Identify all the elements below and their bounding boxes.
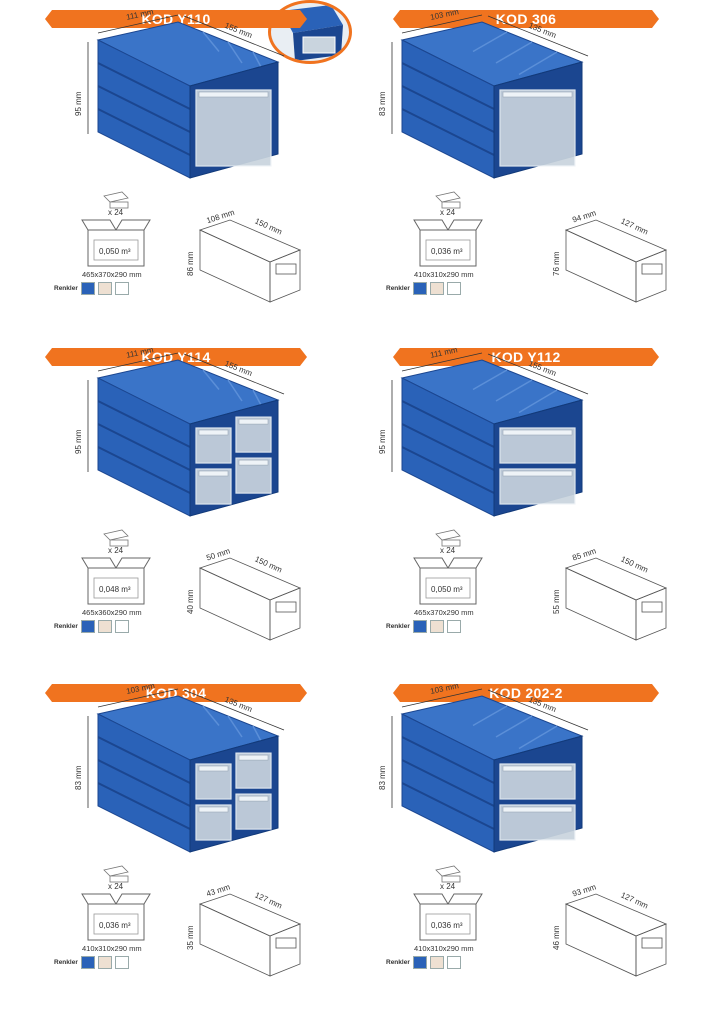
color-options: Renkler bbox=[54, 956, 129, 969]
product-code-banner: KOD 306 bbox=[393, 10, 659, 28]
drawer-height-dimension: 46 mm bbox=[552, 925, 561, 950]
package-quantity: x 24 bbox=[108, 882, 124, 891]
package-size: 410x310x290 mm bbox=[414, 944, 474, 953]
product-code-banner: KOD 202-2 bbox=[393, 684, 659, 702]
drawer-height-dimension: 40 mm bbox=[186, 589, 195, 614]
package-volume: 0,050 m³ bbox=[431, 585, 463, 594]
height-dimension: 83 mm bbox=[378, 91, 387, 116]
color-swatch-blue[interactable] bbox=[80, 620, 95, 633]
product-code: KOD 202-2 bbox=[489, 685, 563, 701]
product-code: KOD 304 bbox=[145, 685, 207, 701]
package-size: 465x370x290 mm bbox=[414, 608, 474, 617]
color-swatch-beige[interactable] bbox=[429, 620, 444, 633]
colors-label: Renkler bbox=[386, 623, 410, 630]
color-swatch-white[interactable] bbox=[446, 282, 461, 295]
product-code: KOD Y114 bbox=[141, 349, 211, 365]
color-swatch-beige[interactable] bbox=[97, 620, 112, 633]
product-card: KOD Y110 111 mm 155 mm 95 mm x 24 0,050 … bbox=[0, 0, 354, 335]
drawer-height-dimension: 35 mm bbox=[186, 925, 195, 950]
product-code: KOD 306 bbox=[495, 11, 557, 27]
colors-label: Renkler bbox=[54, 623, 78, 630]
package-size: 465x370x290 mm bbox=[82, 270, 142, 279]
color-swatch-white[interactable] bbox=[446, 620, 461, 633]
package-quantity: x 24 bbox=[440, 208, 456, 217]
color-swatch-blue[interactable] bbox=[412, 282, 427, 295]
package-volume: 0,036 m³ bbox=[99, 921, 131, 930]
package-volume: 0,048 m³ bbox=[99, 585, 131, 594]
product-card: KOD 306 103 mm 135 mm 83 mm x 24 0,036 m… bbox=[354, 0, 708, 335]
color-swatch-beige[interactable] bbox=[429, 282, 444, 295]
product-card: KOD Y114 111 mm 155 mm 95 mm x 24 0,048 … bbox=[0, 338, 354, 673]
color-options: Renkler bbox=[54, 282, 129, 295]
color-swatch-blue[interactable] bbox=[412, 956, 427, 969]
package-volume: 0,036 m³ bbox=[431, 247, 463, 256]
color-swatch-beige[interactable] bbox=[97, 956, 112, 969]
product-illustration bbox=[81, 352, 302, 641]
product-illustration bbox=[391, 352, 668, 641]
color-swatch-blue[interactable] bbox=[80, 956, 95, 969]
height-dimension: 95 mm bbox=[74, 91, 83, 116]
package-quantity: x 24 bbox=[440, 546, 456, 555]
color-swatch-beige[interactable] bbox=[97, 282, 112, 295]
color-swatch-white[interactable] bbox=[114, 956, 129, 969]
product-illustration bbox=[391, 688, 668, 977]
height-dimension: 95 mm bbox=[378, 429, 387, 454]
product-card: KOD 202-2 103 mm 135 mm 83 mm x 24 0,036… bbox=[354, 674, 708, 1009]
height-dimension: 83 mm bbox=[378, 765, 387, 790]
color-swatch-blue[interactable] bbox=[412, 620, 427, 633]
package-quantity: x 24 bbox=[108, 208, 124, 217]
package-volume: 0,036 m³ bbox=[431, 921, 463, 930]
color-options: Renkler bbox=[386, 620, 461, 633]
product-code-banner: KOD Y114 bbox=[45, 348, 307, 366]
product-code-banner: KOD Y112 bbox=[393, 348, 659, 366]
color-swatch-white[interactable] bbox=[114, 282, 129, 295]
height-dimension: 83 mm bbox=[74, 765, 83, 790]
drawer-height-dimension: 86 mm bbox=[186, 251, 195, 276]
drawer-height-dimension: 76 mm bbox=[552, 251, 561, 276]
product-illustration bbox=[391, 14, 668, 303]
colors-label: Renkler bbox=[386, 285, 410, 292]
color-swatch-beige[interactable] bbox=[429, 956, 444, 969]
package-quantity: x 24 bbox=[440, 882, 456, 891]
color-options: Renkler bbox=[386, 956, 461, 969]
package-quantity: x 24 bbox=[108, 546, 124, 555]
package-size: 465x360x290 mm bbox=[82, 608, 142, 617]
drawer-height-dimension: 55 mm bbox=[552, 589, 561, 614]
height-dimension: 95 mm bbox=[74, 429, 83, 454]
product-card: KOD 304 103 mm 135 mm 83 mm x 24 0,036 m… bbox=[0, 674, 354, 1009]
product-code-banner: KOD 304 bbox=[45, 684, 307, 702]
colors-label: Renkler bbox=[54, 959, 78, 966]
product-illustration bbox=[81, 688, 302, 977]
package-volume: 0,050 m³ bbox=[99, 247, 131, 256]
product-code-banner: KOD Y110 bbox=[45, 10, 307, 28]
color-swatch-white[interactable] bbox=[446, 956, 461, 969]
color-swatch-white[interactable] bbox=[114, 620, 129, 633]
product-code: KOD Y112 bbox=[491, 349, 561, 365]
product-card: KOD Y112 111 mm 155 mm 95 mm x 24 0,050 … bbox=[354, 338, 708, 673]
color-swatch-blue[interactable] bbox=[80, 282, 95, 295]
package-size: 410x310x290 mm bbox=[82, 944, 142, 953]
product-code: KOD Y110 bbox=[141, 11, 211, 27]
colors-label: Renkler bbox=[386, 959, 410, 966]
color-options: Renkler bbox=[54, 620, 129, 633]
product-illustration bbox=[81, 14, 302, 303]
package-size: 410x310x290 mm bbox=[414, 270, 474, 279]
colors-label: Renkler bbox=[54, 285, 78, 292]
color-options: Renkler bbox=[386, 282, 461, 295]
